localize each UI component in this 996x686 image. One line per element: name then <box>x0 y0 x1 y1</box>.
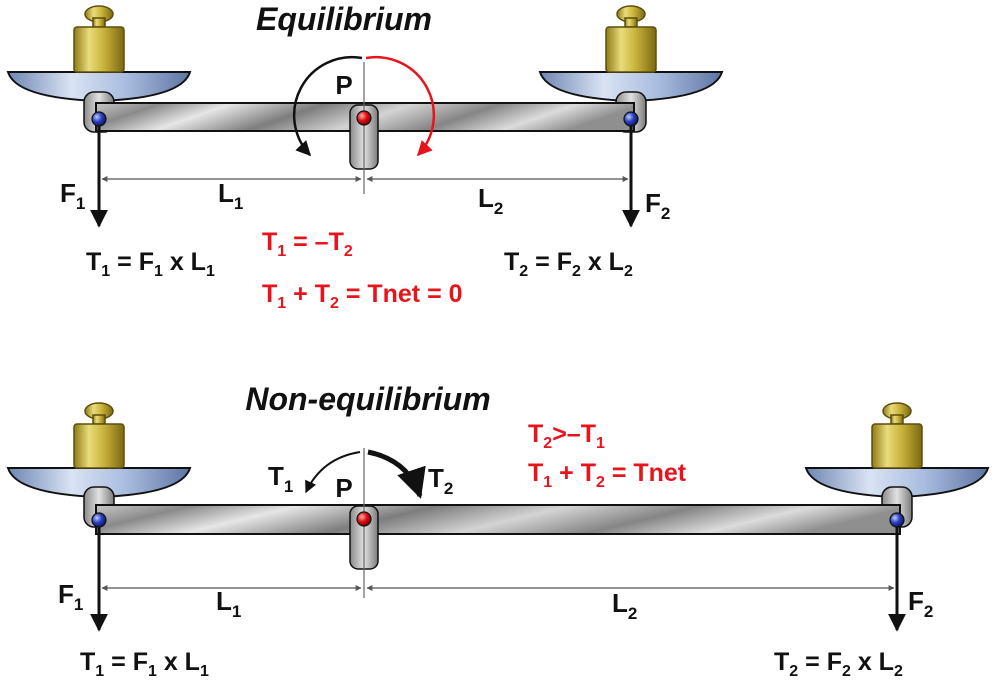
equilibrium-relation-1: T1 = –T2 <box>262 228 353 260</box>
length-left-label: L1 <box>216 586 241 621</box>
torque-right-equation: T2 = F2 x L2 <box>504 248 633 280</box>
non-equilibrium-relation-2: T1 + T2 = Tnet <box>528 459 687 491</box>
equilibrium-relation-2: T1 + T2 = Tnet = 0 <box>262 280 463 312</box>
right-brass-weight-icon <box>605 5 657 73</box>
pivot-pin-icon <box>356 110 372 126</box>
right-pin-icon <box>889 512 905 528</box>
right-brass-weight-icon <box>871 402 923 469</box>
left-pin-icon <box>91 111 107 127</box>
torque-right-equation: T2 = F2 x L2 <box>774 648 903 680</box>
arrow-left-label: T1 <box>268 461 293 496</box>
left-pin-icon <box>91 512 107 528</box>
torque-left-equation: T1 = F1 x L1 <box>80 648 209 680</box>
pivot-label: P <box>335 70 352 100</box>
force-right-label: F2 <box>645 188 670 223</box>
length-right-label: L2 <box>612 588 637 623</box>
left-brass-weight-icon <box>73 5 125 73</box>
pivot-label: P <box>335 473 352 503</box>
clockwise-rotation-arrow-icon <box>365 55 436 157</box>
length-right-label: L2 <box>478 183 503 218</box>
arrow-right-label: T2 <box>428 463 453 498</box>
panel-title: Non-equilibrium <box>245 381 490 417</box>
left-brass-weight-icon <box>73 402 125 469</box>
counterclockwise-rotation-arrow-icon <box>305 451 361 494</box>
force-right-label: F2 <box>908 586 933 621</box>
torque-left-equation: T1 = F1 x L1 <box>86 248 215 280</box>
length-left-label: L1 <box>218 178 243 213</box>
force-left-label: F1 <box>58 579 83 614</box>
right-pin-icon <box>623 111 639 127</box>
clockwise-rotation-arrow-icon <box>367 449 426 499</box>
force-left-label: F1 <box>60 178 85 213</box>
non-equilibrium-relation-1: T2>–T1 <box>528 420 605 452</box>
equilibrium-panel: Equilibrium <box>6 1 724 312</box>
non-equilibrium-panel: Non-equilibrium <box>6 381 990 680</box>
lever-beam <box>95 504 901 535</box>
panel-title: Equilibrium <box>256 1 432 37</box>
pivot-pin-icon <box>356 511 372 527</box>
counterclockwise-rotation-arrow-icon <box>292 55 363 157</box>
